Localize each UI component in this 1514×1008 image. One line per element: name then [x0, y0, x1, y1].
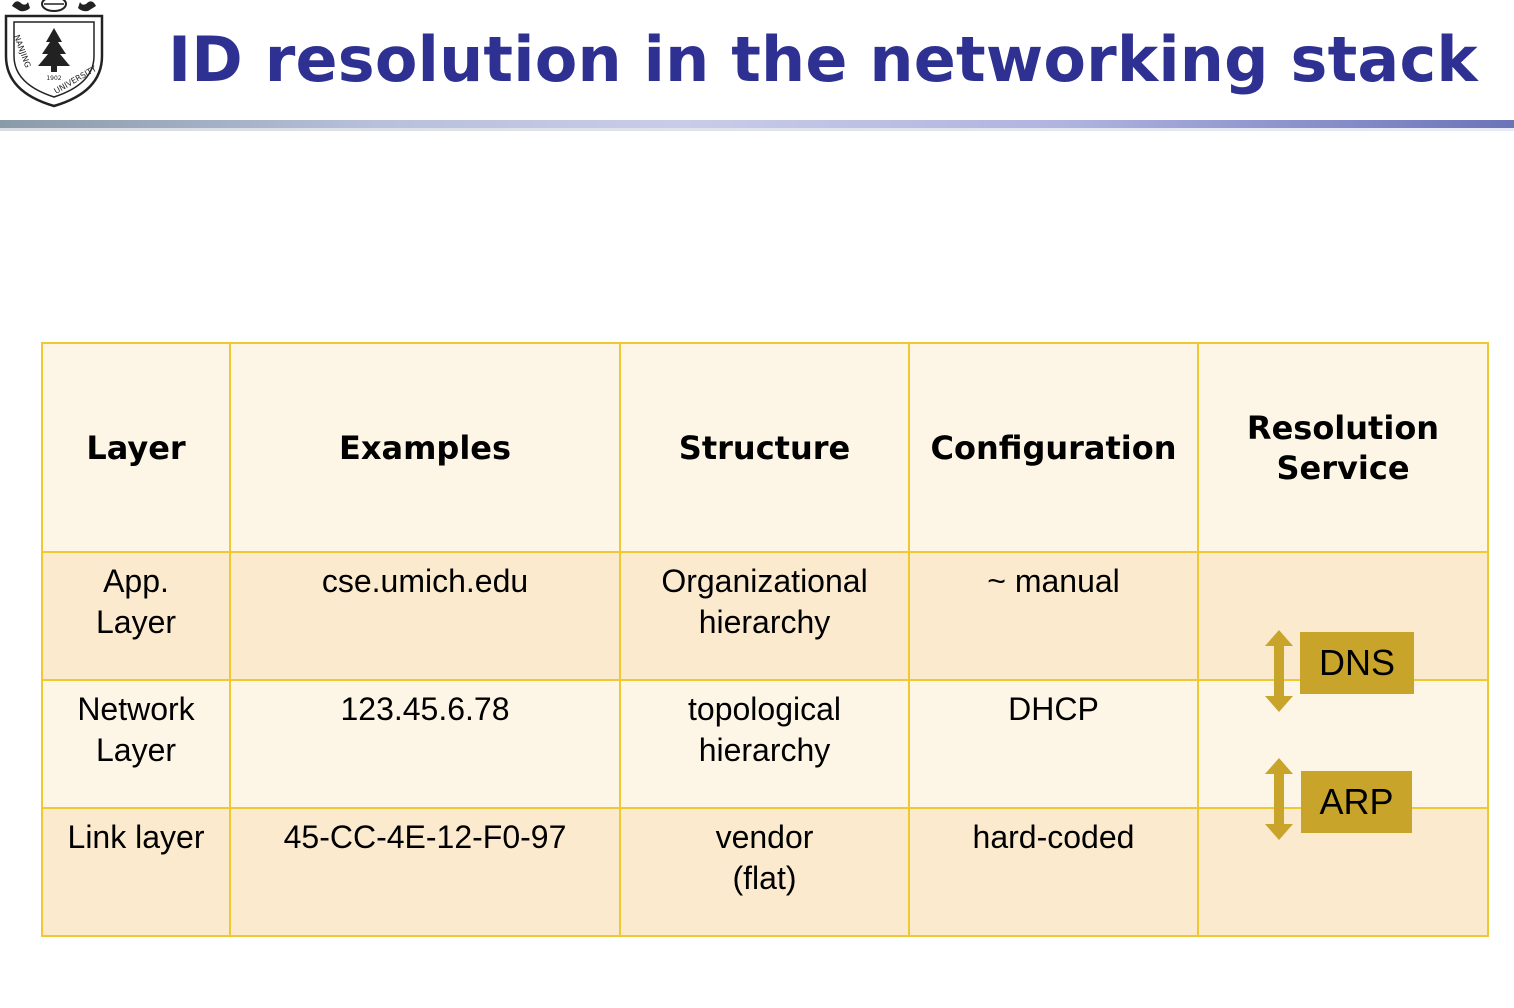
table-row: App. Layer cse.umich.edu Organizational … [41, 551, 1489, 681]
title-divider [0, 120, 1514, 128]
cell-configuration: hard-coded [908, 807, 1199, 937]
double-arrow-vertical-icon [1265, 630, 1293, 712]
cell-resolution [1197, 551, 1489, 681]
header-examples: Examples [229, 342, 621, 553]
title-divider-shadow [0, 128, 1514, 131]
double-arrow-vertical-icon [1265, 758, 1293, 840]
lion-icon [78, 1, 96, 12]
arp-badge: ARP [1301, 771, 1412, 833]
cell-structure: Organizational hierarchy [619, 551, 910, 681]
cell-structure-text: topological hierarchy [688, 691, 841, 768]
cell-structure-text: vendor (flat) [715, 819, 814, 896]
header-structure: Structure [619, 342, 910, 553]
id-resolution-table: Layer Examples Structure Configuration R… [41, 342, 1489, 937]
cell-example: 123.45.6.78 [229, 679, 621, 809]
cell-example: cse.umich.edu [229, 551, 621, 681]
cell-layer: Link layer [41, 807, 231, 937]
svg-text:1902: 1902 [46, 75, 61, 82]
header-configuration: Configuration [908, 342, 1199, 553]
university-logo: 1902 NANJING UNIVERSITY [4, 0, 104, 108]
cell-example: 45-CC-4E-12-F0-97 [229, 807, 621, 937]
cell-structure: vendor (flat) [619, 807, 910, 937]
crest-icon [41, 0, 67, 12]
cell-layer-text: Network Layer [77, 691, 195, 768]
cell-structure: topological hierarchy [619, 679, 910, 809]
resolution-services: DNS ARP [1198, 552, 1486, 916]
table-header-row: Layer Examples Structure Configuration R… [41, 342, 1489, 553]
table-row: Network Layer 123.45.6.78 topological hi… [41, 679, 1489, 809]
dns-badge: DNS [1300, 632, 1414, 694]
pine-tree-icon [38, 28, 70, 72]
cell-layer: Network Layer [41, 679, 231, 809]
header-resolution-service: Resolution Service [1197, 342, 1489, 553]
cell-layer: App. Layer [41, 551, 231, 681]
cell-structure-text: Organizational hierarchy [661, 563, 868, 640]
cell-configuration: DHCP [908, 679, 1199, 809]
cell-configuration: ~ manual [908, 551, 1199, 681]
slide-title: ID resolution in the networking stack [168, 23, 1478, 96]
lion-icon [12, 1, 30, 12]
table-row: Link layer 45-CC-4E-12-F0-97 vendor (fla… [41, 807, 1489, 937]
cell-layer-text: App. Layer [95, 563, 177, 640]
header-layer: Layer [41, 342, 231, 553]
header-resolution-service-label: Resolution Service [1246, 408, 1440, 487]
